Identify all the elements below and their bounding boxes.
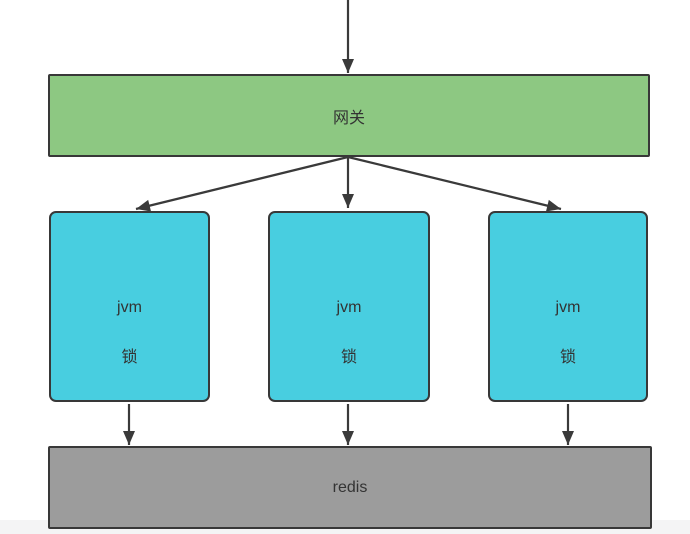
jvm-node-1-label-line1: jvm bbox=[117, 298, 142, 316]
jvm-node-1-label-line2: 锁 bbox=[121, 348, 138, 366]
arrow-gateway-to-jvm-1 bbox=[135, 155, 349, 212]
redis-node: redis bbox=[48, 446, 652, 529]
gateway-label: 网关 bbox=[332, 109, 365, 127]
jvm-node-2-label-line1: jvm bbox=[336, 298, 362, 316]
gateway-node: 网关 bbox=[48, 74, 650, 157]
jvm-node-3-label-line1: jvm bbox=[555, 298, 581, 316]
jvm-node-2: jvm 锁 bbox=[268, 211, 430, 402]
redis-label: redis bbox=[332, 478, 368, 496]
jvm-node-3: jvm 锁 bbox=[488, 211, 648, 402]
jvm-node-1: jvm 锁 bbox=[49, 211, 210, 402]
jvm-node-2-label-line2: 锁 bbox=[340, 348, 357, 366]
arrow-gateway-to-jvm-3 bbox=[347, 155, 562, 212]
jvm-node-3-label-line2: 锁 bbox=[559, 348, 576, 366]
